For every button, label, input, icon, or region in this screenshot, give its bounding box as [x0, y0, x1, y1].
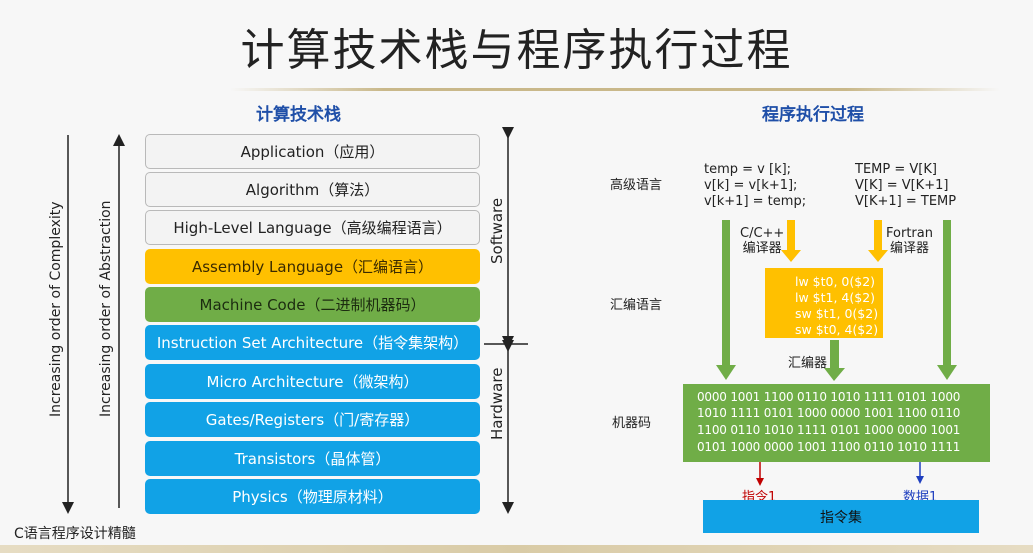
layer-machine-code: Machine Code（二进制机器码） [145, 287, 480, 322]
machine-code-line: 1100 0110 1010 1111 0101 1000 0000 1001 [697, 423, 961, 437]
machine-code-line: 0101 1000 0000 1001 1100 0110 1010 1111 [697, 440, 961, 454]
left-heading: 计算技术栈 [256, 105, 341, 125]
layer-high-level-language: High-Level Language（高级编程语言） [145, 210, 480, 245]
c-compiler-label: C/C++ 编译器 [740, 226, 785, 256]
row-label-high-level: 高级语言 [610, 178, 663, 193]
fortran-source-code: TEMP = V[K] V[K] = V[K+1] V[K+1] = TEMP [855, 162, 957, 209]
right-heading: 程序执行过程 [762, 105, 864, 125]
assembler-label: 汇编器 [788, 356, 828, 371]
layer-algorithm: Algorithm（算法） [145, 172, 480, 207]
layer-application: Application（应用） [145, 134, 480, 169]
layer-assembly-language: Assembly Language（汇编语言） [145, 249, 480, 284]
instruction-set-box: 指令集 [703, 500, 979, 533]
machine-code-line: 1010 1111 0101 1000 0000 1001 1100 0110 [697, 406, 961, 420]
row-label-assembly: 汇编语言 [610, 298, 663, 313]
c-source-code: temp = v [k]; v[k] = v[k+1]; v[k+1] = te… [704, 162, 807, 209]
footer-text: C语言程序设计精髓 [14, 526, 136, 542]
title-divider [230, 88, 1000, 91]
layer-physics: Physics（物理原材料） [145, 479, 480, 514]
machine-code-box [683, 384, 990, 462]
slide-title: 计算技术栈与程序执行过程 [240, 25, 793, 76]
layer-transistors: Transistors（晶体管） [145, 441, 480, 476]
footer-bar [0, 545, 1033, 553]
layer-gates-registers: Gates/Registers（门/寄存器） [145, 402, 480, 437]
machine-code-line: 0000 1001 1100 0110 1010 1111 0101 1000 [697, 390, 961, 404]
fortran-compiler-label: Fortran 编译器 [886, 226, 933, 256]
assembly-code-box: lw $t0, 0($2) lw $t1, 4($2) sw $t1, 0($2… [765, 268, 883, 338]
row-label-machine: 机器码 [612, 416, 652, 431]
layer-isa: Instruction Set Architecture（指令集架构） [145, 325, 480, 360]
layer-micro-architecture: Micro Architecture（微架构） [145, 364, 480, 399]
